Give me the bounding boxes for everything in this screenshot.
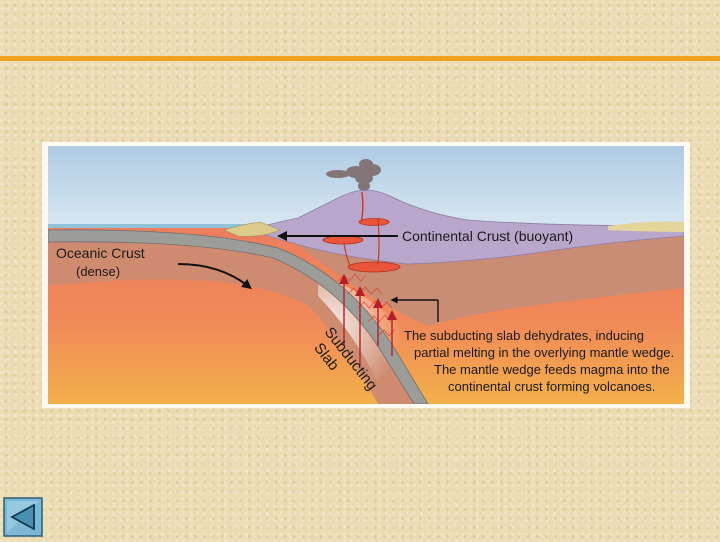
caption-line-2: partial melting in the overlying mantle …: [414, 345, 674, 360]
oceanic-crust-label: Oceanic Crust: [56, 245, 145, 261]
left-triangle-icon: [3, 497, 43, 537]
caption-line-3: The mantle wedge feeds magma into the: [434, 362, 670, 377]
back-button[interactable]: [3, 497, 43, 537]
diagram-canvas: Oceanic Crust (dense) Continental Crust …: [48, 146, 684, 404]
continental-crust-label: Continental Crust (buoyant): [402, 228, 573, 244]
oceanic-crust-density-label: (dense): [76, 264, 120, 279]
caption-line-4: continental crust forming volcanoes.: [448, 379, 655, 394]
subduction-diagram: Oceanic Crust (dense) Continental Crust …: [42, 142, 690, 408]
caption-line-1: The subducting slab dehydrates, inducing: [404, 328, 644, 343]
header-rule: [0, 56, 720, 61]
